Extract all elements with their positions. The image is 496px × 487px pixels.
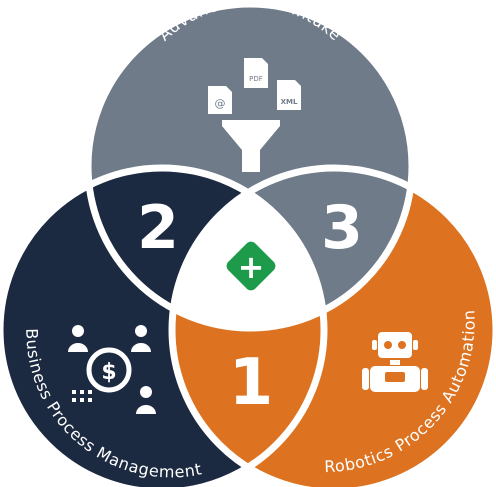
svg-text:@: @	[215, 97, 226, 110]
email-file-icon: @	[208, 86, 232, 114]
overlap-number-3: 3	[321, 193, 363, 263]
svg-text:PDF: PDF	[249, 75, 263, 83]
xml-file-icon: XML	[277, 80, 301, 110]
overlap-number-2: 2	[137, 193, 179, 263]
center-plus-icon: +	[226, 241, 276, 291]
robot-icon	[362, 332, 428, 392]
overlap-number-1: 1	[229, 346, 274, 420]
svg-text:+: +	[238, 248, 265, 286]
divider-right	[168, 164, 496, 487]
pdf-file-icon: PDF	[244, 58, 268, 88]
data-intake-funnel-icon: @ PDF XML	[208, 58, 301, 172]
svg-text:XML: XML	[281, 98, 298, 106]
svg-text:$: $	[101, 360, 116, 385]
funnel-icon	[222, 120, 280, 172]
divider-left	[0, 164, 328, 487]
divider-top	[84, 0, 416, 332]
business-team-dollar-icon: $	[68, 325, 156, 414]
